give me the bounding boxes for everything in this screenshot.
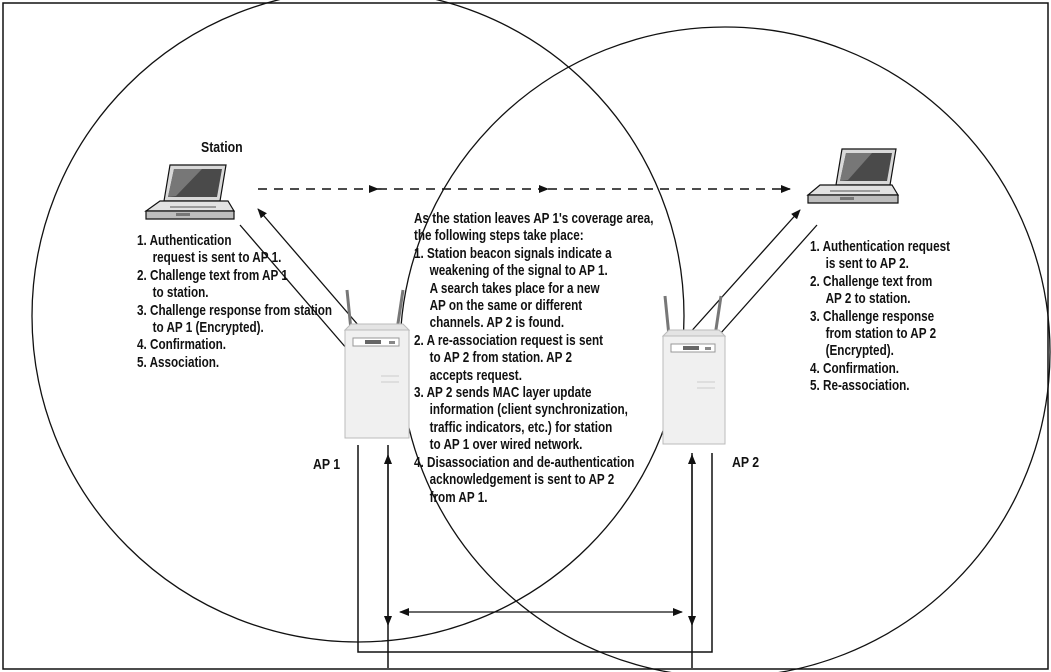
access-point-icon xyxy=(661,295,727,445)
step-line: from AP 1. xyxy=(429,488,488,506)
step-line: 2. Challenge text from xyxy=(810,272,933,290)
wired-arrows xyxy=(384,454,696,626)
laptop-icon xyxy=(806,148,900,204)
step-line: request is sent to AP 1. xyxy=(152,249,282,267)
step-line: (Encrypted). xyxy=(825,342,894,360)
step-line: 3. AP 2 sends MAC layer update xyxy=(414,384,592,402)
ap2-steps-text: 1. Authentication request is sent to AP … xyxy=(810,238,950,395)
step-line: weakening of the signal to AP 1. xyxy=(429,262,608,280)
step-line: 5. Association. xyxy=(137,353,220,371)
step-line: 4. Confirmation. xyxy=(810,359,900,377)
step-line: to AP 1 (Encrypted). xyxy=(152,319,264,337)
step-line: traffic indicators, etc.) for station xyxy=(429,418,613,436)
step-line: AP on the same or different xyxy=(429,297,583,315)
step-line: 2. Challenge text from AP 1 xyxy=(137,266,288,284)
step-line: accepts request. xyxy=(429,366,522,384)
ap2-label: AP 2 xyxy=(732,454,760,471)
step-line: 5. Re-association. xyxy=(810,377,910,395)
step-line: 4. Confirmation. xyxy=(137,336,227,354)
laptop-icon xyxy=(144,164,236,220)
step-line: A search takes place for a new xyxy=(429,279,600,297)
step-line: 1. Authentication request xyxy=(810,238,950,255)
station-label: Station xyxy=(201,139,243,156)
step-line: from station to AP 2 xyxy=(825,325,937,343)
step-line: to AP 2 from station. AP 2 xyxy=(429,349,572,367)
access-point-icon xyxy=(343,289,411,439)
step-line: 3. Challenge response xyxy=(810,307,935,325)
step-line: channels. AP 2 is found. xyxy=(429,314,565,332)
intro-line: the following steps take place: xyxy=(414,227,584,245)
step-line: to AP 1 over wired network. xyxy=(429,436,583,454)
step-line: 4. Disassociation and de-authentication xyxy=(414,453,635,471)
step-line: AP 2 to station. xyxy=(825,290,911,308)
step-line: 3. Challenge response from station xyxy=(137,301,333,319)
step-line: to station. xyxy=(152,284,209,302)
step-line: information (client synchronization, xyxy=(429,401,628,419)
step-line: is sent to AP 2. xyxy=(825,255,909,273)
roaming-steps-text: As the station leaves AP 1's coverage ar… xyxy=(414,210,654,506)
step-line: acknowledgement is sent to AP 2 xyxy=(429,471,615,489)
step-line: 2. A re-association request is sent xyxy=(414,331,604,349)
intro-line: As the station leaves AP 1's coverage ar… xyxy=(414,210,654,227)
step-line: 1. Authentication xyxy=(137,232,232,249)
ap1-label: AP 1 xyxy=(313,456,341,473)
step-line: 1. Station beacon signals indicate a xyxy=(414,244,612,262)
ap1-steps-text: 1. Authentication request is sent to AP … xyxy=(137,232,332,371)
